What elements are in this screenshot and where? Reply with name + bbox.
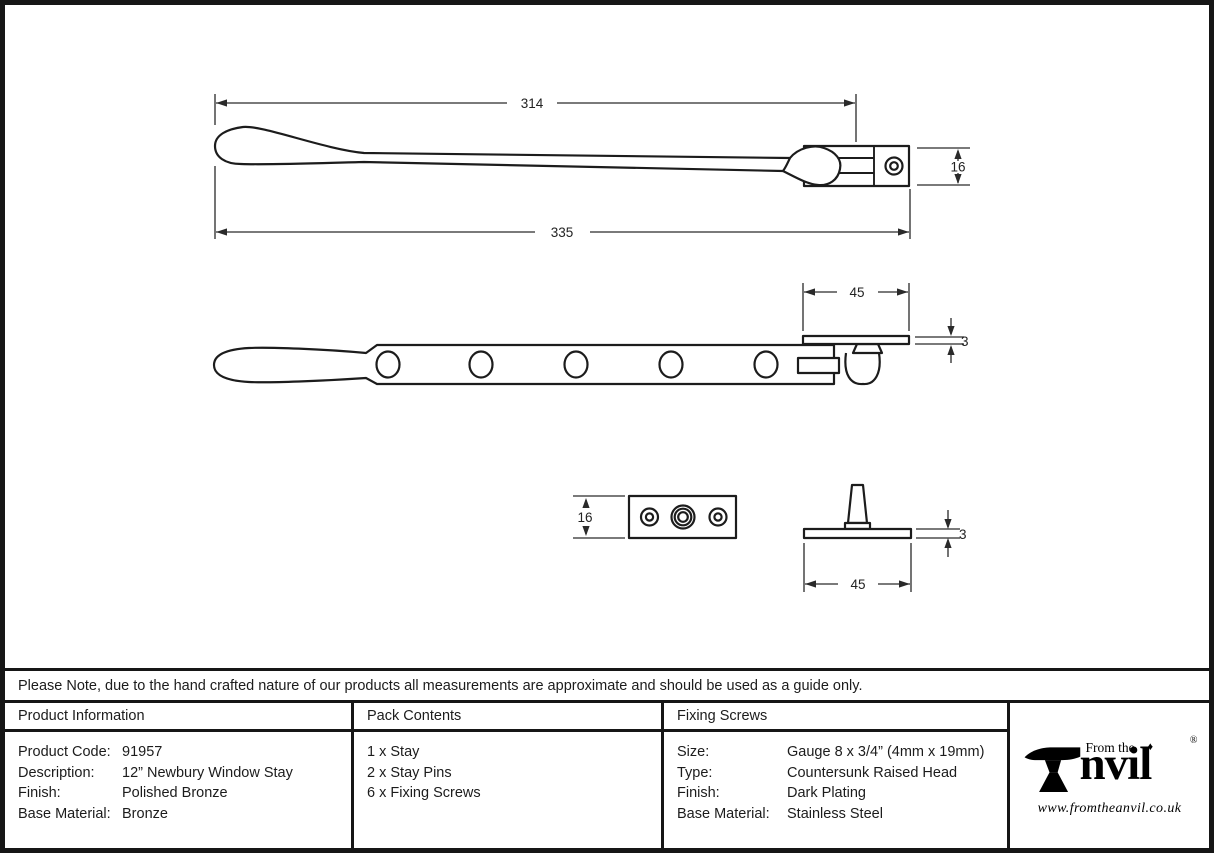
anvil-icon bbox=[1024, 746, 1080, 792]
table-row: Base Material: Stainless Steel bbox=[677, 804, 1007, 825]
stay-hole bbox=[375, 350, 401, 379]
dim-arm-length: 314 bbox=[521, 96, 544, 111]
row-label: Product Code: bbox=[18, 744, 111, 760]
logo-brand: nvil bbox=[1079, 737, 1153, 790]
fixing-screws-column: Fixing Screws Size: Gauge 8 x 3/4” (4mm … bbox=[664, 703, 1010, 848]
brand-logo-cell: From the ♦ nvil ® www.fromtheanvil.co.uk bbox=[1010, 703, 1209, 848]
stay-hole bbox=[468, 350, 494, 379]
row-value: Dark Plating bbox=[787, 785, 866, 802]
logo-url: www.fromtheanvil.co.uk bbox=[1037, 800, 1182, 816]
note-text: Please Note, due to the hand crafted nat… bbox=[18, 677, 863, 694]
dim-plate-thickness: 3 bbox=[961, 334, 969, 349]
dim-bracket-height: 16 bbox=[950, 160, 965, 175]
pivot-hook bbox=[844, 352, 881, 386]
dim-keep-plate-height: 16 bbox=[577, 510, 592, 525]
list-item: 2 x Stay Pins bbox=[367, 764, 452, 781]
list-item: 1 x Stay bbox=[367, 744, 420, 760]
stay-pin-drawing: 3 45 bbox=[802, 483, 967, 592]
table-row: Base Material: Bronze bbox=[18, 804, 351, 825]
row-value: 12” Newbury Window Stay bbox=[122, 764, 293, 781]
from-the-anvil-logo: From the ♦ nvil ® www.fromtheanvil.co.uk bbox=[1024, 734, 1198, 817]
logo-prefix: From the bbox=[1085, 739, 1135, 755]
stay-hole bbox=[658, 350, 684, 379]
product-info-table: Product Information Product Code: 91957 … bbox=[5, 703, 1209, 848]
pivot-stem bbox=[851, 342, 884, 355]
row-label: Size: bbox=[677, 744, 710, 760]
table-row: Type: Countersunk Raised Head bbox=[677, 763, 1007, 784]
row-label: Description: bbox=[18, 764, 95, 781]
fixing-screws-header: Fixing Screws bbox=[664, 703, 1007, 732]
plan-view-drawing: 45 3 bbox=[212, 283, 969, 386]
product-information-column: Product Information Product Code: 91957 … bbox=[5, 703, 354, 848]
side-view-drawing: 314 16 33 bbox=[213, 94, 970, 240]
technical-drawing: 314 16 3 3 bbox=[212, 94, 970, 592]
product-information-header: Product Information bbox=[5, 703, 351, 732]
row-value: Gauge 8 x 3/4” (4mm x 19mm) bbox=[787, 744, 985, 760]
stay-hole bbox=[753, 350, 779, 379]
stay-arm-plan bbox=[212, 343, 836, 386]
list-item: 6 x Fixing Screws bbox=[367, 785, 481, 802]
pin-cone bbox=[846, 483, 869, 525]
pin-base bbox=[802, 527, 913, 540]
dim-plate-width: 45 bbox=[849, 285, 864, 300]
table-row: Size: Gauge 8 x 3/4” (4mm x 19mm) bbox=[677, 742, 1007, 763]
stay-arm-side bbox=[213, 125, 791, 173]
diamond-icon: ♦ bbox=[1147, 740, 1154, 753]
dim-pin-base-thickness: 3 bbox=[959, 527, 967, 542]
row-value: Countersunk Raised Head bbox=[787, 764, 958, 781]
row-label: Finish: bbox=[18, 785, 61, 802]
stay-pivot-end bbox=[781, 145, 842, 187]
table-row: Product Code: 91957 bbox=[18, 742, 351, 763]
table-row: Finish: Polished Bronze bbox=[18, 783, 351, 804]
dim-pin-base-width: 45 bbox=[850, 577, 865, 592]
row-value: Bronze bbox=[122, 806, 168, 823]
row-label: Type: bbox=[677, 764, 713, 781]
stay-hole bbox=[563, 350, 589, 379]
dim-overall-length: 335 bbox=[551, 225, 574, 240]
info-block: Please Note, due to the hand crafted nat… bbox=[5, 668, 1209, 848]
row-label: Base Material: bbox=[677, 806, 770, 823]
table-row: Finish: Dark Plating bbox=[677, 783, 1007, 804]
mount-plate bbox=[801, 334, 911, 346]
row-value: Stainless Steel bbox=[787, 806, 883, 823]
measurement-note: Please Note, due to the hand crafted nat… bbox=[5, 671, 1209, 703]
end-notch bbox=[796, 356, 841, 375]
pack-contents-header: Pack Contents bbox=[354, 703, 661, 732]
table-row: Description: 12” Newbury Window Stay bbox=[18, 763, 351, 784]
row-value: 91957 bbox=[122, 744, 163, 760]
pack-contents-column: Pack Contents 1 x Stay 2 x Stay Pins 6 x… bbox=[354, 703, 664, 848]
row-value: Polished Bronze bbox=[122, 785, 228, 802]
row-label: Base Material: bbox=[18, 806, 111, 823]
keep-plate-drawing: 16 bbox=[573, 494, 738, 540]
row-label: Finish: bbox=[677, 785, 720, 802]
registered-mark: ® bbox=[1189, 734, 1198, 746]
